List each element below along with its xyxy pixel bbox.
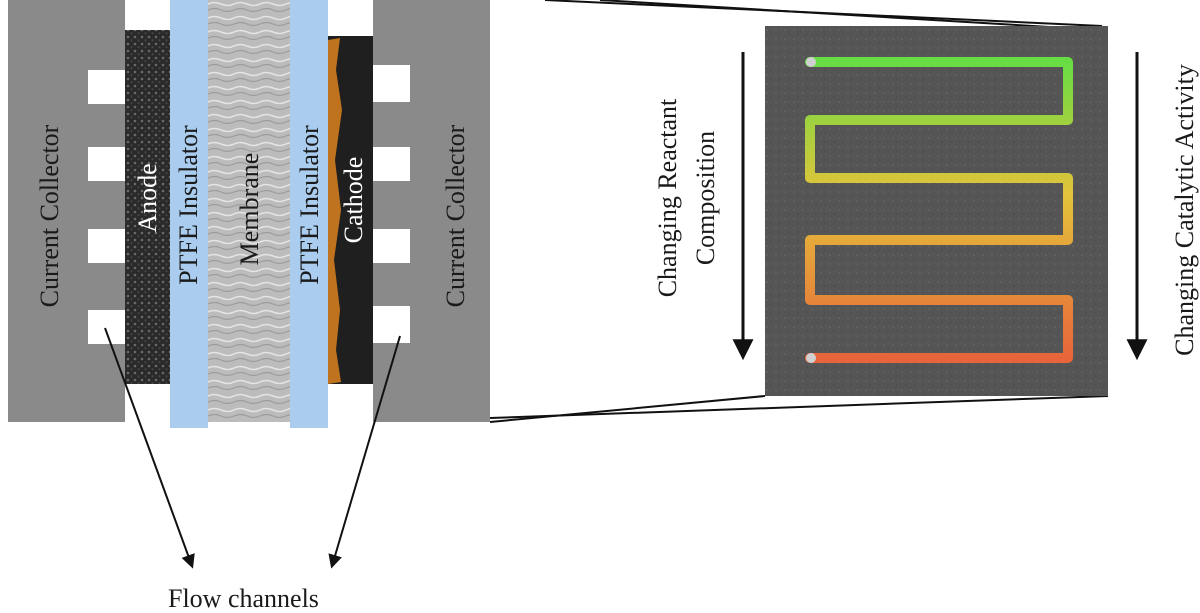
membrane-label: Membrane xyxy=(235,153,264,266)
serpentine-flow-channel xyxy=(805,57,1073,363)
current-collector-right xyxy=(373,0,490,422)
flow-field-plate xyxy=(765,26,1108,396)
flow-channel-pointer-right xyxy=(328,335,401,569)
anode-label: Anode xyxy=(133,163,162,232)
membrane-layer xyxy=(208,0,290,422)
changing-reactant-label-line1: Changing Reactant xyxy=(653,98,682,297)
zoom-lines xyxy=(489,0,1109,423)
flow-channel-pointer-left xyxy=(104,327,195,569)
channel-outlet-port xyxy=(806,353,816,363)
flow-channels-label: Flow channels xyxy=(168,584,319,613)
changing-catalytic-activity-label: Changing Catalytic Activity xyxy=(1170,64,1199,356)
anode-layer xyxy=(125,30,170,384)
current-collector-right-label: Current Collector xyxy=(441,124,470,307)
fuel-cell-diagram: Current Collector Anode PTFE Insulator M… xyxy=(8,0,1199,569)
cathode-catalyst-coating xyxy=(328,38,342,384)
collector-ribs-right xyxy=(373,65,410,343)
ptfe-insulator-left-label: PTFE Insulator xyxy=(174,125,203,285)
collector-ribs-left xyxy=(88,70,125,344)
ptfe-insulator-right xyxy=(290,0,328,428)
current-collector-left-label: Current Collector xyxy=(35,124,64,307)
cathode-label: Cathode xyxy=(339,157,368,244)
changing-reactant-label-line2: Composition xyxy=(691,131,720,265)
current-collector-left xyxy=(8,0,125,422)
channel-inlet-port xyxy=(806,57,816,67)
ptfe-insulator-left xyxy=(170,0,208,428)
ptfe-insulator-right-label: PTFE Insulator xyxy=(295,125,324,285)
